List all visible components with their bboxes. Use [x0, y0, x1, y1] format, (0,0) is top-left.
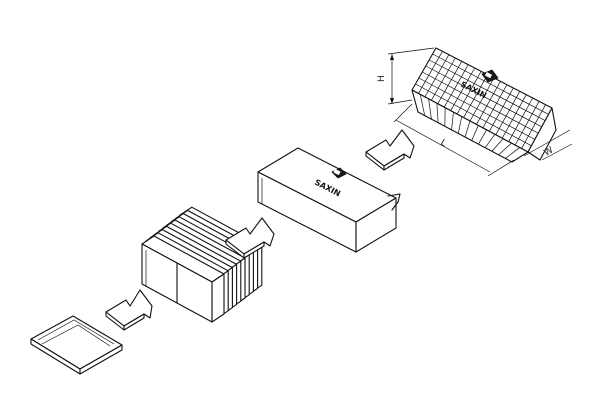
pleated-filter-pack [141, 206, 263, 323]
grid-line [482, 84, 508, 129]
side-slat [491, 138, 504, 152]
grid-line [431, 57, 456, 101]
grid-line [415, 83, 532, 147]
side-slat [464, 120, 471, 138]
pleat-sheet [141, 235, 225, 323]
side-slat [498, 142, 512, 156]
assembled-filter: SAXIN [411, 47, 557, 163]
grid-line [437, 61, 463, 104]
side-slat [451, 112, 454, 130]
grid-line [428, 59, 546, 121]
grid-line [456, 71, 482, 115]
length-label: L [439, 138, 448, 149]
step-arrow-3 [365, 129, 415, 171]
side-slat [484, 134, 496, 148]
side-slat [478, 129, 487, 145]
grid-line [495, 91, 521, 135]
diamond-logo-icon [331, 167, 347, 179]
grid-line [422, 71, 539, 134]
frame-box: SAXIN [257, 147, 401, 253]
flat-sheet [30, 315, 123, 375]
grid-line [425, 65, 542, 128]
step-arrow-2 [225, 217, 275, 259]
grid-line [521, 104, 546, 149]
grid-line [450, 67, 475, 111]
grid-line [489, 87, 514, 132]
side-slat [436, 103, 439, 123]
grid-line [424, 54, 450, 98]
grid-line [463, 74, 488, 118]
diamond-logo-icon-large [481, 69, 499, 83]
grid-line [418, 77, 536, 140]
grid-line [514, 101, 540, 146]
grid-line [508, 97, 533, 142]
grid-line [432, 53, 549, 115]
side-slat [471, 125, 479, 141]
grid-line [501, 94, 527, 139]
dimension-height: H [377, 47, 435, 105]
grid-line [443, 64, 469, 108]
side-slat [428, 98, 432, 120]
side-slat [505, 147, 520, 159]
side-slat [419, 94, 426, 116]
height-label: H [377, 75, 387, 82]
dimension-length: L [393, 103, 515, 177]
side-slat [457, 116, 463, 134]
grid-line [469, 77, 495, 122]
grid-line [418, 51, 443, 94]
step-arrow-1 [105, 289, 153, 331]
grid-line [476, 81, 501, 125]
